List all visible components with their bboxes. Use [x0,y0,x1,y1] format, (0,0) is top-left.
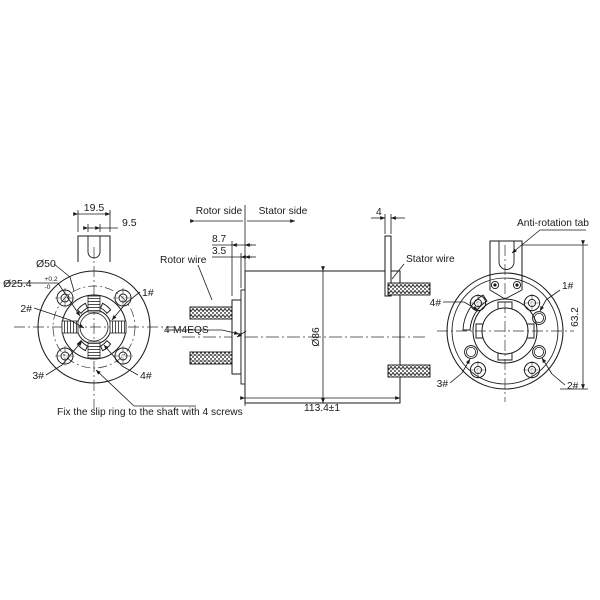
stator-screw-hole [523,294,541,312]
stator-wire-bundle [387,364,431,378]
rotor-flange-outer-circle [37,270,151,384]
dim-text-3-5: 3.5 [212,246,226,257]
rotor-wire-bundle [189,351,233,365]
rotor-keyway-pads [61,295,127,359]
leader-4h-arrow [103,344,123,367]
dim-text-bore-tol-plus: +0.2 [45,276,58,283]
stator-screw-hole [469,361,487,379]
stator-wire-label: Stator wire [406,254,455,265]
stator-anti-rotation-tab [489,240,523,300]
leader-right-3 [449,372,463,384]
callout-left-2: 2# [20,303,32,315]
dim-text-overall-length: 113.4±1 [304,403,340,414]
rotor-keyway-pad [87,295,101,313]
leader-stator-wire [391,263,405,280]
leader-4h [121,365,139,376]
screw-note-text: Fix the slip ring to the shaft with 4 sc… [57,407,243,418]
stator-screw-hole [523,361,541,379]
stator-plain-hole [464,345,478,359]
leader-d50 [53,263,71,278]
leader-rotor-wire [197,264,213,301]
stator-flange-inner-circle [451,277,559,385]
stator-plain-hole [532,345,546,359]
middle-view-dimensions [166,214,405,406]
right-view-text: Anti-rotation tab 63.2 1# 2# 3# 4# [430,218,590,392]
rotor-flange-plate [231,289,246,385]
rotor-wire-label: Rotor wire [160,255,207,266]
leader-m4eqs-arrow2 [236,330,247,338]
stator-screw-holes [469,294,541,379]
stator-hub-outer-circle [472,298,538,364]
leader-d254-arrow [57,282,81,317]
rotor-screw-hole [113,346,133,366]
dim-text-8-7: 8.7 [212,234,226,245]
stator-bore-circle [481,307,529,355]
rotor-keyway-pad [87,341,101,359]
stator-plate [384,235,392,297]
stator-arc-slot [462,294,488,331]
dim-text-stator-plate: 4 [376,207,382,218]
leader-2h-arrow [69,319,85,329]
leader-right-2-arrow [541,357,553,375]
callout-right-4: 4# [430,298,442,309]
dim-text-bore: Ø25.4 [3,278,32,290]
leader-right-2 [551,373,566,386]
callout-right-2: 2# [567,381,579,392]
callout-left-4: 4# [140,370,152,382]
leader-right-3-arrow [461,358,471,374]
leader-3h-arrow [61,340,83,366]
callout-left-3: 3# [32,370,44,382]
leader-right-1 [545,289,561,301]
rotor-keyway-pad [109,320,127,334]
leader-right-4-arrow [463,301,479,311]
stator-wire-bundle [387,282,431,296]
left-view-dimensions [4,210,196,407]
rotor-wire-bundle [189,306,233,320]
stator-plain-holes [464,311,546,359]
rotor-wire-bundles [189,306,233,365]
stator-side-label: Stator side [259,206,308,217]
callout-left-1: 1# [142,287,154,299]
middle-view-text: Rotor side Stator side 8.7 3.5 4 Ø86 113… [160,206,455,414]
rotor-anti-rotation-tab [77,235,111,262]
rotor-side-label: Rotor side [196,206,243,217]
stator-flange-outer-circle [446,272,564,390]
rotor-screw-holes [55,288,133,366]
right-view-dimensions [443,229,588,390]
m4eqs-label: 4-M4EQS [164,325,209,336]
anti-rotation-tab-label: Anti-rotation tab [517,218,589,229]
leader-1h-arrow [111,302,127,321]
leader-right-1-arrow [539,299,547,312]
left-view-dimension-text: 19.5 9.5 Ø50 Ø25.4 +0.2 -0 1# 2# 3# 4# F… [3,202,243,418]
left-rotor-end-view [14,235,174,410]
rotor-bolt-circle [52,285,136,369]
leader-3h [45,364,63,376]
rotor-keyway-pad [61,320,79,334]
dim-text-d50: Ø50 [36,258,56,270]
leader-anti-rotation-arrow [511,229,541,254]
callout-right-3: 3# [437,379,449,390]
dim-text-63-2: 63.2 [570,307,581,327]
stator-wire-bundles [387,282,431,378]
middle-side-view [182,205,431,404]
stator-bore-keyways [475,301,535,361]
leader-screw-note-arrow [95,369,135,407]
dim-text-9-5: 9.5 [122,217,137,229]
right-stator-end-view [437,240,574,402]
leader-m4eqs-arrow [221,329,240,335]
leader-1h [125,291,141,304]
leader-2h [33,307,71,321]
right-view-centerlines [437,245,574,402]
callout-right-1: 1# [562,281,574,292]
dim-text-bore-tol-minus: -0 [45,284,51,291]
stator-plain-hole [532,311,546,325]
rotor-screw-hole [113,288,133,308]
dim-text-d86: Ø86 [311,327,322,347]
leader-d50-b [69,276,75,292]
dim-text-19-5: 19.5 [84,202,105,214]
